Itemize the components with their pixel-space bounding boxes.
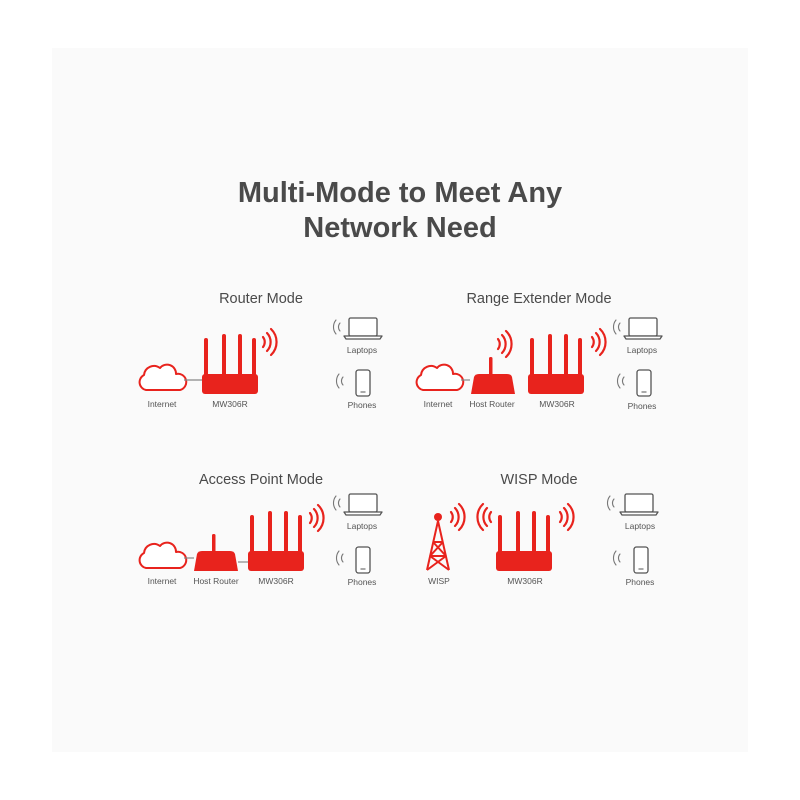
phone-icon	[636, 369, 652, 397]
wifi-waves-icon	[335, 373, 344, 389]
phone-icon	[355, 546, 371, 574]
wisp-mode-laptops-label: Laptops	[624, 521, 656, 531]
wifi-waves-icon	[590, 327, 607, 357]
router-mode-internet-label: Internet	[147, 399, 177, 409]
router-icon	[496, 511, 552, 571]
wifi-waves-icon	[612, 550, 621, 566]
background-panel	[52, 48, 748, 752]
access-point-mode-title: Access Point Mode	[198, 472, 324, 488]
host-router-icon	[471, 357, 515, 394]
wifi-waves-icon	[476, 502, 493, 532]
router-mode-diagram	[138, 317, 383, 397]
title-line-2: Network Need	[303, 212, 497, 244]
router-mode-phones-label: Phones	[347, 400, 377, 410]
wifi-waves-icon	[558, 502, 575, 532]
access-point-mode-diagram	[138, 493, 383, 574]
range-extender-mode-title: Range Extender Mode	[466, 291, 612, 307]
laptop-icon	[343, 493, 383, 516]
extender-mode-host-label: Host Router	[469, 399, 515, 409]
ap-mode-phones-label: Phones	[347, 577, 377, 587]
wisp-mode-diagram	[426, 493, 659, 574]
router-mode-device-label: MW306R	[212, 399, 248, 409]
wifi-waves-icon	[335, 550, 344, 566]
wifi-waves-icon	[332, 495, 341, 511]
router-mode-laptops-label: Laptops	[346, 345, 378, 355]
extender-mode-internet-label: Internet	[423, 399, 453, 409]
cloud-icon	[415, 363, 465, 391]
phone-icon	[633, 546, 649, 574]
wifi-waves-icon	[449, 502, 466, 532]
wisp-mode-device-label: MW306R	[507, 576, 543, 586]
router-icon	[248, 511, 304, 571]
extender-mode-phones-label: Phones	[627, 401, 657, 411]
wisp-mode-phones-label: Phones	[625, 577, 655, 587]
wifi-waves-icon	[261, 327, 278, 357]
extender-mode-laptops-label: Laptops	[626, 345, 658, 355]
router-icon	[202, 334, 258, 394]
cloud-icon	[138, 541, 188, 569]
range-extender-mode-diagram	[415, 317, 663, 397]
wifi-waves-icon	[606, 495, 615, 511]
wisp-mode-title: WISP Mode	[500, 472, 578, 488]
title-line-1: Multi-Mode to Meet Any	[237, 177, 563, 209]
ap-mode-device-label: MW306R	[258, 576, 294, 586]
ap-mode-host-label: Host Router	[193, 576, 239, 586]
cloud-icon	[138, 363, 188, 391]
laptop-icon	[623, 317, 663, 340]
laptop-icon	[343, 317, 383, 340]
ap-mode-laptops-label: Laptops	[346, 521, 378, 531]
page-title: Multi-Mode to Meet Any Network Need	[0, 176, 800, 246]
tower-icon	[426, 513, 450, 571]
router-icon	[528, 334, 584, 394]
phone-icon	[355, 369, 371, 397]
wifi-waves-icon	[496, 329, 513, 359]
wifi-waves-icon	[308, 503, 325, 533]
extender-mode-device-label: MW306R	[539, 399, 575, 409]
host-router-icon	[194, 534, 238, 571]
wifi-waves-icon	[616, 373, 625, 389]
wifi-waves-icon	[332, 319, 341, 335]
wifi-waves-icon	[612, 319, 621, 335]
laptop-icon	[619, 493, 659, 516]
router-mode-title: Router Mode	[219, 291, 303, 307]
ap-mode-internet-label: Internet	[147, 576, 177, 586]
wisp-mode-wisp-label: WISP	[428, 576, 450, 586]
